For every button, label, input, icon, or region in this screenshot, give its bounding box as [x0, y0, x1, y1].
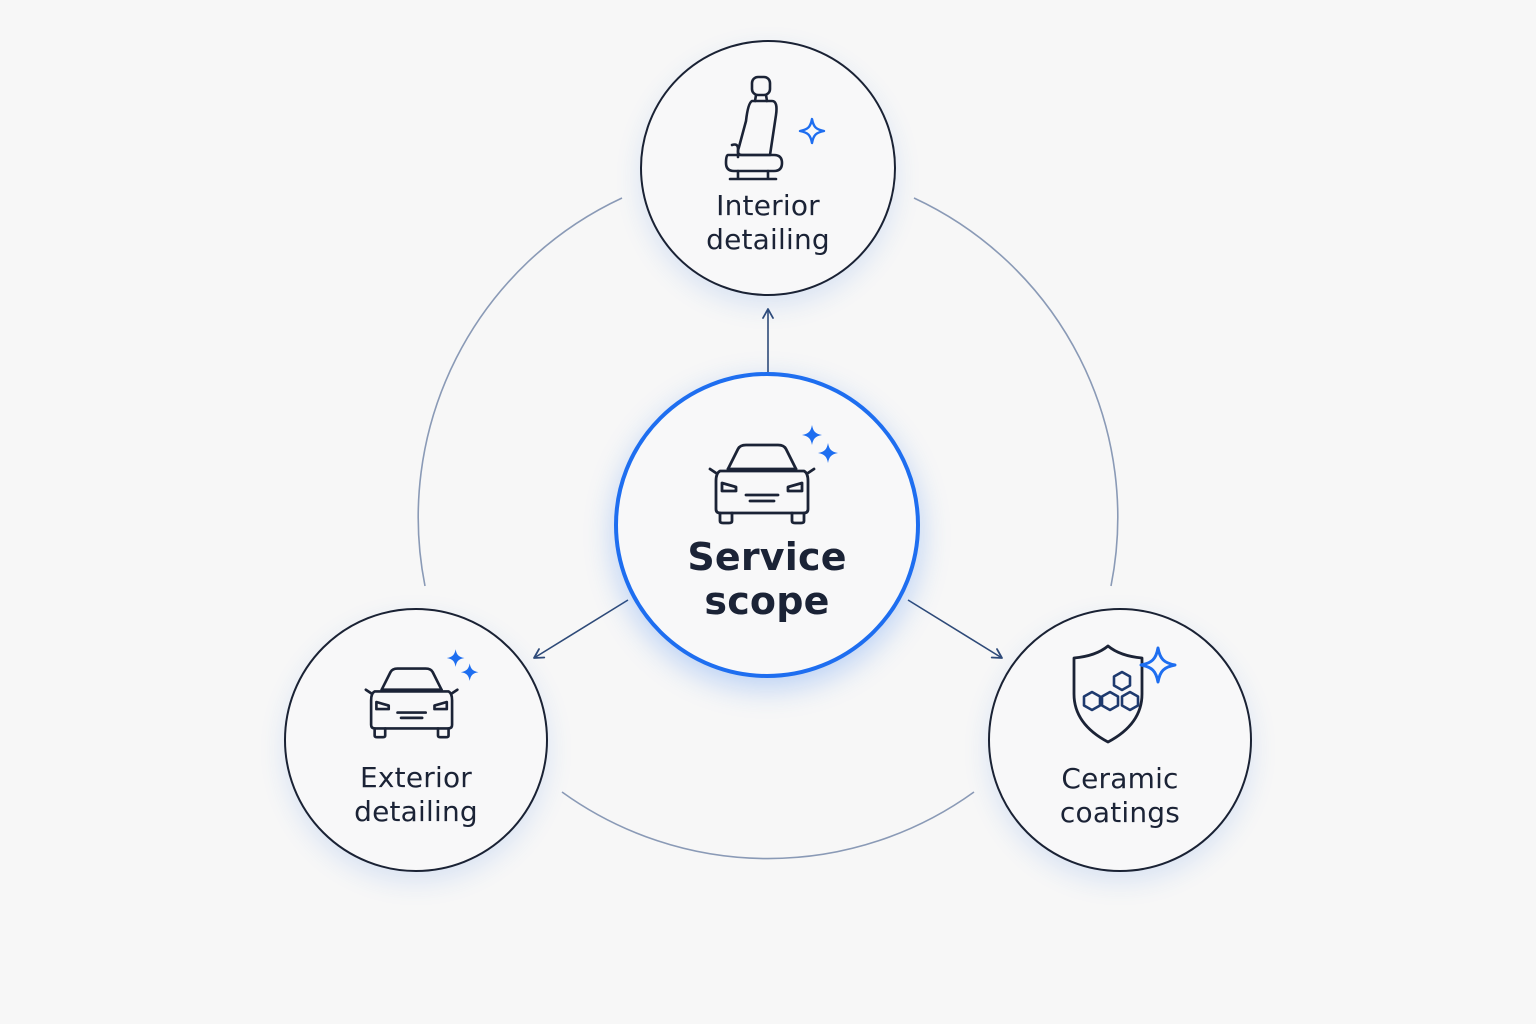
node-interior-detailing: Interior detailing [640, 40, 896, 296]
ring-arc-right [913, 197, 1119, 587]
node-ceramic-label: Ceramic coatings [1020, 762, 1220, 830]
car-sparkle-icon [692, 419, 842, 531]
car-sparkle-icon [350, 645, 482, 745]
node-service-scope-label-line2: scope [704, 579, 830, 623]
node-exterior-label-line2: detailing [354, 795, 478, 828]
arrow-to-exterior [533, 599, 629, 659]
node-exterior-detailing: Exterior detailing [284, 608, 548, 872]
car-seat-sparkle-icon [708, 75, 828, 185]
ring-arc-left [417, 197, 623, 587]
node-ceramic-coatings: Ceramic coatings [988, 608, 1252, 872]
node-service-scope: Service scope [614, 372, 920, 678]
node-interior-label-line2: detailing [706, 223, 830, 256]
node-interior-label-line1: Interior [716, 189, 820, 222]
ring-arc-bottom [561, 791, 975, 860]
node-ceramic-label-line2: coatings [1059, 796, 1181, 829]
node-interior-label: Interior detailing [668, 189, 868, 257]
node-service-scope-label: Service scope [647, 535, 887, 623]
arrow-to-ceramic [907, 599, 1003, 659]
node-exterior-label: Exterior detailing [316, 761, 516, 829]
node-ceramic-label-line1: Ceramic [1061, 762, 1179, 795]
node-exterior-label-line1: Exterior [359, 761, 472, 794]
shield-hexagon-sparkle-icon [1060, 642, 1180, 752]
node-service-scope-label-line1: Service [687, 535, 847, 579]
